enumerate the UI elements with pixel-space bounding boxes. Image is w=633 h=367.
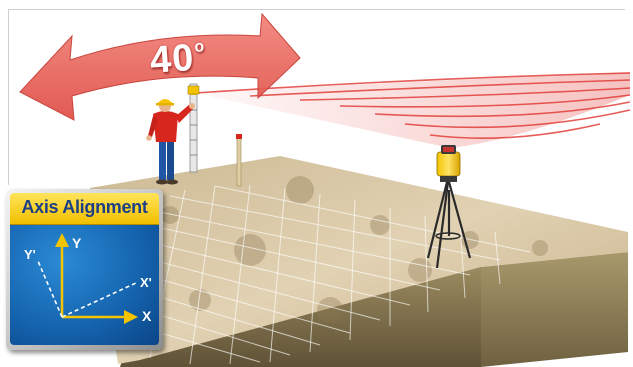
- x-prime-axis-label: X': [140, 275, 152, 290]
- axis-alignment-card: Axis Alignment Y Y' X' X: [6, 189, 163, 350]
- soil-block-right-side: [481, 252, 628, 367]
- x-axis-label: X: [142, 308, 151, 324]
- axis-alignment-diagram: Y Y' X' X: [10, 225, 159, 345]
- grade-stake-icon: [236, 134, 242, 186]
- grade-rod-icon: [188, 84, 199, 172]
- rotation-angle-value: 40: [149, 37, 196, 82]
- y-axis-label: Y: [72, 235, 81, 251]
- axis-alignment-title-bar: Axis Alignment: [10, 193, 159, 225]
- rotation-angle-degree-symbol: o: [194, 38, 206, 56]
- rotary-laser-level-icon: [437, 145, 460, 182]
- y-axis-arrowhead-icon: [55, 233, 69, 247]
- axis-alignment-title: Axis Alignment: [10, 197, 159, 218]
- laser-beam-plane: [190, 72, 630, 148]
- x-axis-arrowhead-icon: [124, 310, 138, 324]
- rotation-angle-label: 40o: [149, 36, 208, 83]
- y-prime-axis-line: [38, 261, 62, 317]
- y-prime-axis-label: Y': [24, 247, 36, 262]
